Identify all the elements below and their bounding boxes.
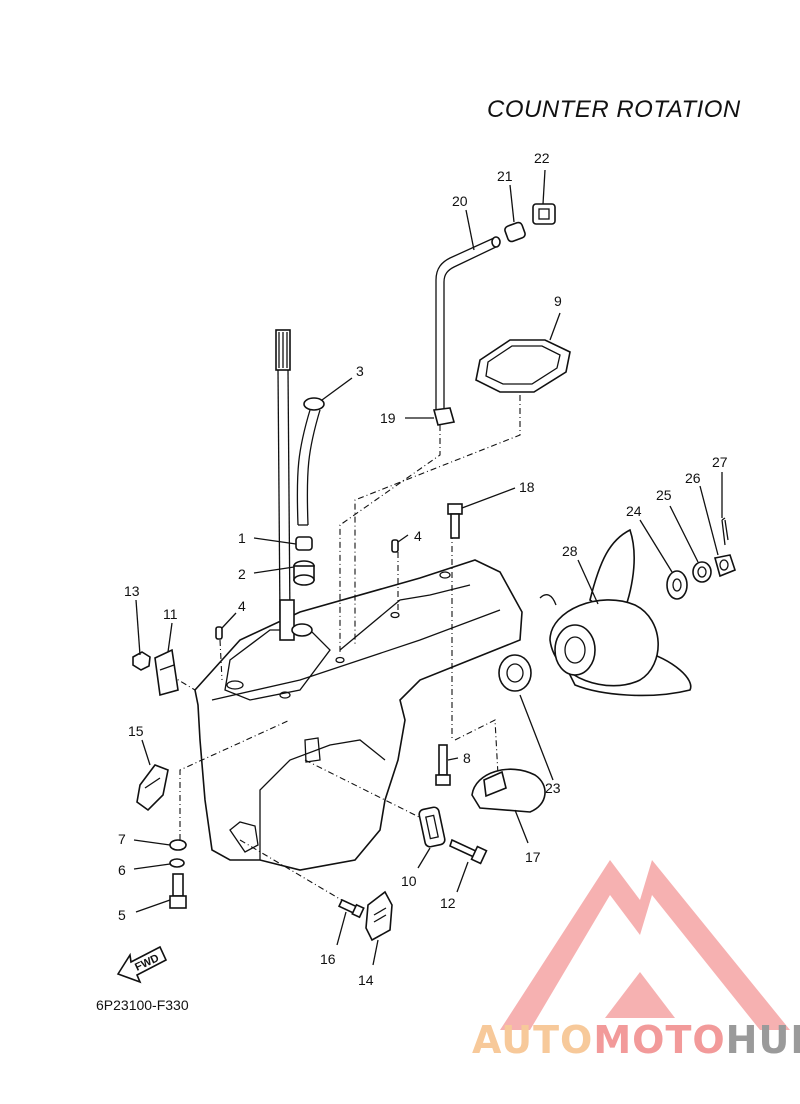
watermark-part-moto: MOTO [593,1018,726,1062]
callout-12: 12 [440,895,456,911]
callout-16: 16 [320,951,336,967]
anode-11 [154,648,179,697]
propeller-nut [713,554,736,578]
callout-15: 15 [128,723,144,739]
callout-4a: 4 [414,528,422,544]
callout-20: 20 [452,193,468,209]
nut-13 [132,651,151,671]
diagram-code: 6P23100-F330 [96,997,189,1013]
callout-6: 6 [118,862,126,878]
callout-14: 14 [358,972,374,988]
anode-14 [365,890,393,942]
callout-22: 22 [534,150,550,166]
callout-10: 10 [401,873,417,889]
guide-lines [169,395,521,906]
callout-1: 1 [238,530,246,546]
watermark-part-hub: HUB [725,1018,800,1062]
bolt-5 [169,873,187,909]
callout-7: 7 [118,831,126,847]
dowel-pin-upper [391,539,399,553]
forward-arrow: FWD [116,945,168,984]
anode-10 [418,806,446,848]
washer-6 [169,858,185,868]
thrust-washer [666,570,688,600]
callout-21: 21 [497,168,513,184]
water-tube [296,397,325,526]
callout-26: 26 [685,470,701,486]
callout-18: 18 [519,479,535,495]
callout-numbers: 1 2 3 4 4 5 6 7 8 9 10 11 12 13 14 15 16… [118,150,728,988]
callout-25: 25 [656,487,672,503]
callout-2: 2 [238,566,246,582]
callout-4b: 4 [238,598,246,614]
watermark-text: AUTOMOTOHUB [472,1018,800,1062]
cotter-pin [721,517,729,546]
bolt-12 [449,838,488,865]
callout-17: 17 [525,849,541,865]
callout-leaders [133,169,723,966]
callout-27: 27 [712,454,728,470]
gasket [475,339,571,393]
callout-23: 23 [545,780,561,796]
bolt-18 [447,503,463,539]
diagram-title: COUNTER ROTATION [487,96,741,123]
callout-3: 3 [356,363,364,379]
lower-casing [194,559,523,871]
callout-24: 24 [626,503,642,519]
callout-8: 8 [463,750,471,766]
bolt-16 [337,898,365,919]
propeller [539,528,692,697]
shift-rod [432,203,556,426]
washer-7 [169,839,187,851]
seal-23 [498,654,532,692]
callout-13: 13 [124,583,140,599]
cover-15 [136,764,169,812]
bolt-8 [435,744,451,786]
callout-5: 5 [118,907,126,923]
callout-28: 28 [562,543,578,559]
drive-shaft [275,329,313,641]
watermark-logo [500,860,790,1030]
dowel-pin-lower [215,626,223,640]
trim-tab [471,768,546,813]
callout-11: 11 [163,606,178,622]
callout-19: 19 [380,410,396,426]
callout-9: 9 [554,293,562,309]
watermark-part-auto: AUTO [472,1018,594,1062]
seal-parts [293,536,315,586]
spacer [692,561,712,583]
